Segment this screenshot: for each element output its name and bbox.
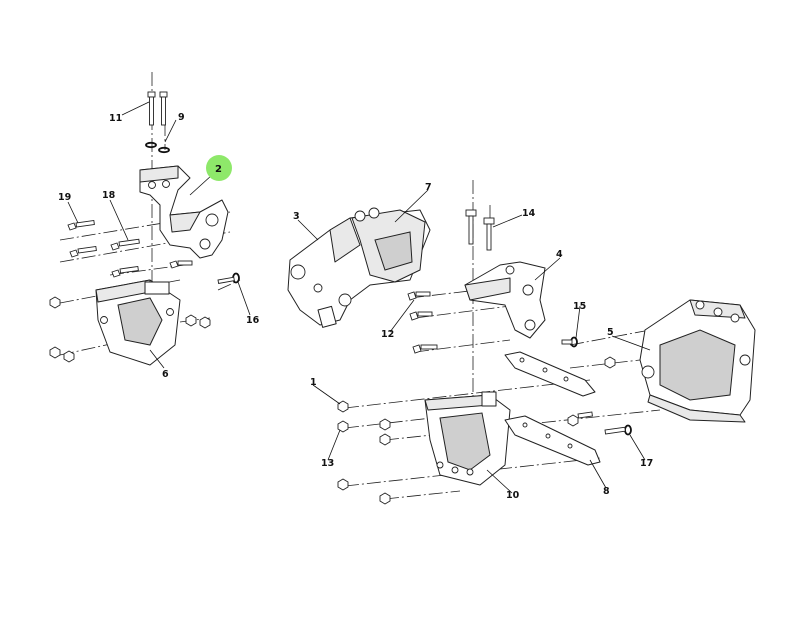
callout-13[interactable]: 13 <box>321 458 334 469</box>
callout-17[interactable]: 17 <box>640 458 653 469</box>
callout-10[interactable]: 10 <box>506 490 520 501</box>
bolts-18-left <box>67 219 193 278</box>
bolts-12 <box>407 291 438 354</box>
nut-upper-right <box>604 356 616 369</box>
bolt-17 <box>604 424 632 436</box>
callout-4[interactable]: 4 <box>556 249 563 260</box>
callout-8[interactable]: 8 <box>603 486 610 497</box>
callout-14[interactable]: 14 <box>522 208 536 219</box>
strap-8 <box>504 415 601 466</box>
callout-3[interactable]: 3 <box>293 211 300 222</box>
callout-6[interactable]: 6 <box>162 369 169 380</box>
bracket-4 <box>464 261 546 339</box>
callout-labels: 11 9 2 19 18 6 16 3 7 12 14 4 15 5 1 13 … <box>58 112 653 501</box>
mount-10 <box>424 391 511 486</box>
nuts-lower-left <box>337 400 391 505</box>
callout-11[interactable]: 11 <box>109 113 122 124</box>
callout-12[interactable]: 12 <box>381 329 394 340</box>
bracket-2 <box>139 165 229 259</box>
nuts-left <box>49 296 211 363</box>
highlight-marker <box>206 155 232 181</box>
strap-upper <box>504 351 596 397</box>
bolt-11-pair <box>147 91 168 126</box>
callout-9[interactable]: 9 <box>178 112 185 123</box>
callout-18[interactable]: 18 <box>102 190 116 201</box>
washer-9-pair <box>145 141 170 154</box>
bracket-7 <box>351 207 426 283</box>
callout-leaders <box>67 101 651 494</box>
callout-19[interactable]: 19 <box>58 192 71 203</box>
callout-7[interactable]: 7 <box>425 182 432 193</box>
stud-15 <box>561 336 578 348</box>
bolts-14 <box>465 209 495 251</box>
stud-16 <box>217 272 240 284</box>
callout-2[interactable]: 2 <box>215 164 222 175</box>
callout-1[interactable]: 1 <box>310 377 317 388</box>
assembly-5 <box>639 299 756 423</box>
callout-5[interactable]: 5 <box>607 327 614 338</box>
callout-16[interactable]: 16 <box>246 315 260 326</box>
bolt-mid-right <box>567 411 593 427</box>
callout-15[interactable]: 15 <box>573 301 586 312</box>
mount-6 <box>95 279 181 366</box>
